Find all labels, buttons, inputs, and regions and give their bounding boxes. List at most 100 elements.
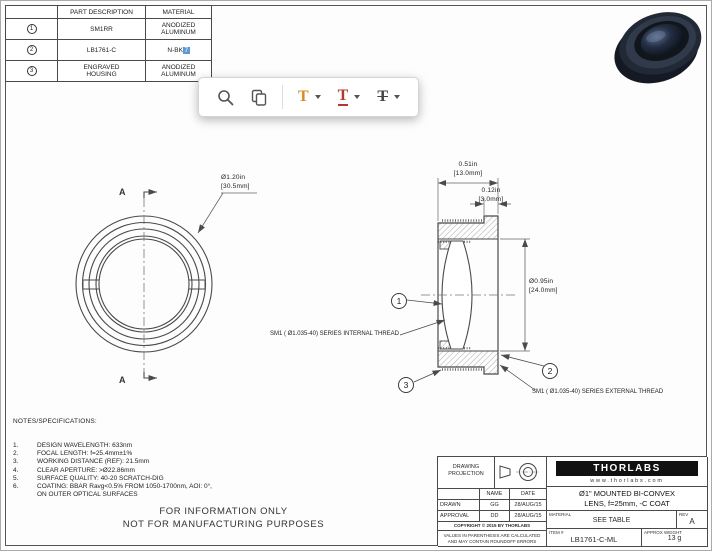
material-value: SEE TABLE (592, 517, 631, 524)
parts-col-balloon (5, 5, 58, 19)
strikethrough-tool-button[interactable]: T (375, 83, 402, 111)
highlight-tool-button[interactable]: T (296, 83, 323, 111)
parts-col-material: MATERIAL (145, 5, 212, 19)
copy-icon (251, 89, 267, 106)
chevron-down-icon (354, 95, 361, 99)
note-item: 5.SURFACE QUALITY: 40-20 SCRATCH-DIG (13, 475, 212, 483)
strikethrough-text-icon: T (377, 88, 389, 105)
dim-front-diameter: Ø1.20in [30.5mm] (221, 173, 250, 191)
drawn-label: DRAWN (438, 500, 480, 511)
disclaimer-line-1: FOR INFORMATION ONLY (159, 506, 288, 517)
section-label-a-top: A (119, 187, 126, 197)
note-item: 2. FOCAL LENGTH: f=25.4mm±1% (13, 450, 212, 458)
dim-mm: [13.0mm] (453, 170, 483, 177)
note-text: COATING: BBAR Ravg<0.5% FROM 1050-1700nm… (37, 483, 212, 499)
note-item: 6. COATING: BBAR Ravg<0.5% FROM 1050-1700… (13, 483, 212, 499)
projection-symbol-cell (495, 457, 547, 489)
note-number: 1. (13, 442, 19, 449)
dim-section-diameter: Ø0.95in [24.0mm] (529, 277, 558, 295)
chevron-down-icon (314, 95, 321, 99)
approval-date: 28/AUG/15 (510, 511, 547, 522)
part-material: ANODIZED ALUMINUM (145, 18, 212, 40)
balloon-ref-1: 1 (26, 24, 37, 34)
third-angle-projection-icon (499, 463, 540, 481)
copy-icon-button[interactable] (249, 83, 269, 111)
parts-table: PART DESCRIPTION MATERIAL 1 SM1RR ANODIZ… (5, 5, 212, 82)
material-label: MATERIAL (549, 512, 572, 517)
dim-inches: Ø1.20in (221, 174, 246, 181)
underline-tool-button[interactable]: T (336, 83, 363, 111)
internal-thread-label: SM1 ( Ø1.035-40) SERIES INTERNAL THREAD (269, 331, 399, 337)
item-value: LB1761-C-ML (570, 535, 618, 544)
part-material: ANODIZED ALUMINUM (145, 60, 212, 82)
drawing-title-cell: Ø1" MOUNTED BI-CONVEX LENS, f=25mm, -C C… (547, 487, 708, 511)
balloon-ref-3: 3 (26, 66, 37, 76)
parts-row-3: 3 ENGRAVED HOUSING ANODIZED ALUMINUM (5, 60, 212, 82)
parts-col-description: PART DESCRIPTION (57, 5, 146, 19)
weight-cell: APPROX WEIGHT 13 g (642, 529, 708, 547)
toolbar-separator (282, 85, 283, 109)
dim-mm: [24.0mm] (529, 287, 558, 294)
approval-name: DD (480, 511, 510, 522)
rev-label: REV (679, 512, 689, 517)
item-label: ITEM # (549, 530, 564, 535)
note-text: SURFACE QUALITY: 40-20 SCRATCH-DIG (37, 474, 164, 482)
note-number: 6. (13, 483, 19, 491)
note-item: 4.CLEAR APERTURE: >Ø22.86mm (13, 467, 212, 475)
dim-inches: Ø0.95in (529, 278, 554, 285)
part-name: ENGRAVED HOUSING (57, 60, 146, 82)
item-cell: ITEM # LB1761-C-ML (547, 529, 642, 547)
part-name: LB1761-C (57, 39, 146, 61)
drawing-frame (5, 5, 707, 546)
rev-value: A (689, 517, 695, 526)
section-label-a-bottom: A (119, 375, 126, 385)
approval-label: APPROVAL (438, 511, 480, 522)
dim-section-width: 0.51in [13.0mm] (438, 160, 498, 178)
note-item: 1.DESIGN WAVELENGTH: 633nm (13, 442, 212, 450)
dim-mm: [3.0mm] (478, 196, 504, 203)
note-text: WORKING DISTANCE (REF): 21.5mm (37, 458, 150, 466)
part-name: SM1RR (57, 18, 146, 40)
balloon-2: 2 (542, 363, 558, 379)
copyright-text: COPYRIGHT © 2015 BY THORLABS (438, 522, 547, 531)
note-number: 4. (13, 466, 19, 474)
note-number: 2. (13, 450, 19, 458)
projection-label: DRAWING PROJECTION (438, 457, 495, 489)
dim-inches: 0.51in (458, 161, 478, 168)
disclaimer: FOR INFORMATION ONLY NOT FOR MANUFACTURI… (51, 505, 396, 531)
blank-cell (438, 489, 480, 500)
product-photo (609, 5, 709, 92)
dim-inches: 0.12in (481, 187, 501, 194)
material-text: N-BK (167, 46, 183, 54)
note-text: FOCAL LENGTH: f=25.4mm±1% (37, 450, 133, 458)
highlighted-character[interactable]: 7 (182, 46, 190, 54)
drawing-title-line-2: LENS, f=25mm, -C COAT (584, 499, 670, 508)
website-url[interactable]: www.thorlabs.com (590, 478, 664, 484)
highlight-text-icon: T (298, 88, 309, 105)
drawn-date: 28/AUG/15 (510, 500, 547, 511)
underline-text-icon: T (337, 87, 349, 106)
external-thread-label: SM1 ( Ø1.035-40) SERIES EXTERNAL THREAD (532, 389, 664, 395)
disclaimer-line-2: NOT FOR MANUFACTURING PURPOSES (122, 519, 325, 530)
dim-flange-width: 0.12in [3.0mm] (465, 186, 517, 204)
name-header: NAME (480, 489, 510, 500)
material-cell: MATERIAL SEE TABLE (547, 511, 677, 529)
parts-row-1: 1 SM1RR ANODIZED ALUMINUM (5, 18, 212, 40)
balloon-3: 3 (398, 377, 414, 393)
balloon-ref-2: 2 (26, 45, 37, 55)
logo-cell: THORLABS www.thorlabs.com (547, 457, 708, 487)
title-block: DRAWING PROJECTION NAME DATE DRAWN GG 28… (437, 456, 708, 547)
note-item: 3. WORKING DISTANCE (REF): 21.5mm (13, 458, 212, 466)
magnifier-icon-button[interactable] (215, 83, 236, 111)
weight-value: 13 g (667, 535, 682, 542)
weight-label: APPROX WEIGHT (644, 530, 683, 535)
drawn-name: GG (480, 500, 510, 511)
annotation-toolbar: T T T (198, 77, 420, 117)
balloon-1: 1 (391, 293, 407, 309)
magnifier-icon (218, 89, 234, 105)
parts-table-header: PART DESCRIPTION MATERIAL (5, 5, 212, 19)
lens-photo-graphic (614, 12, 702, 84)
note-number: 3. (13, 458, 19, 466)
